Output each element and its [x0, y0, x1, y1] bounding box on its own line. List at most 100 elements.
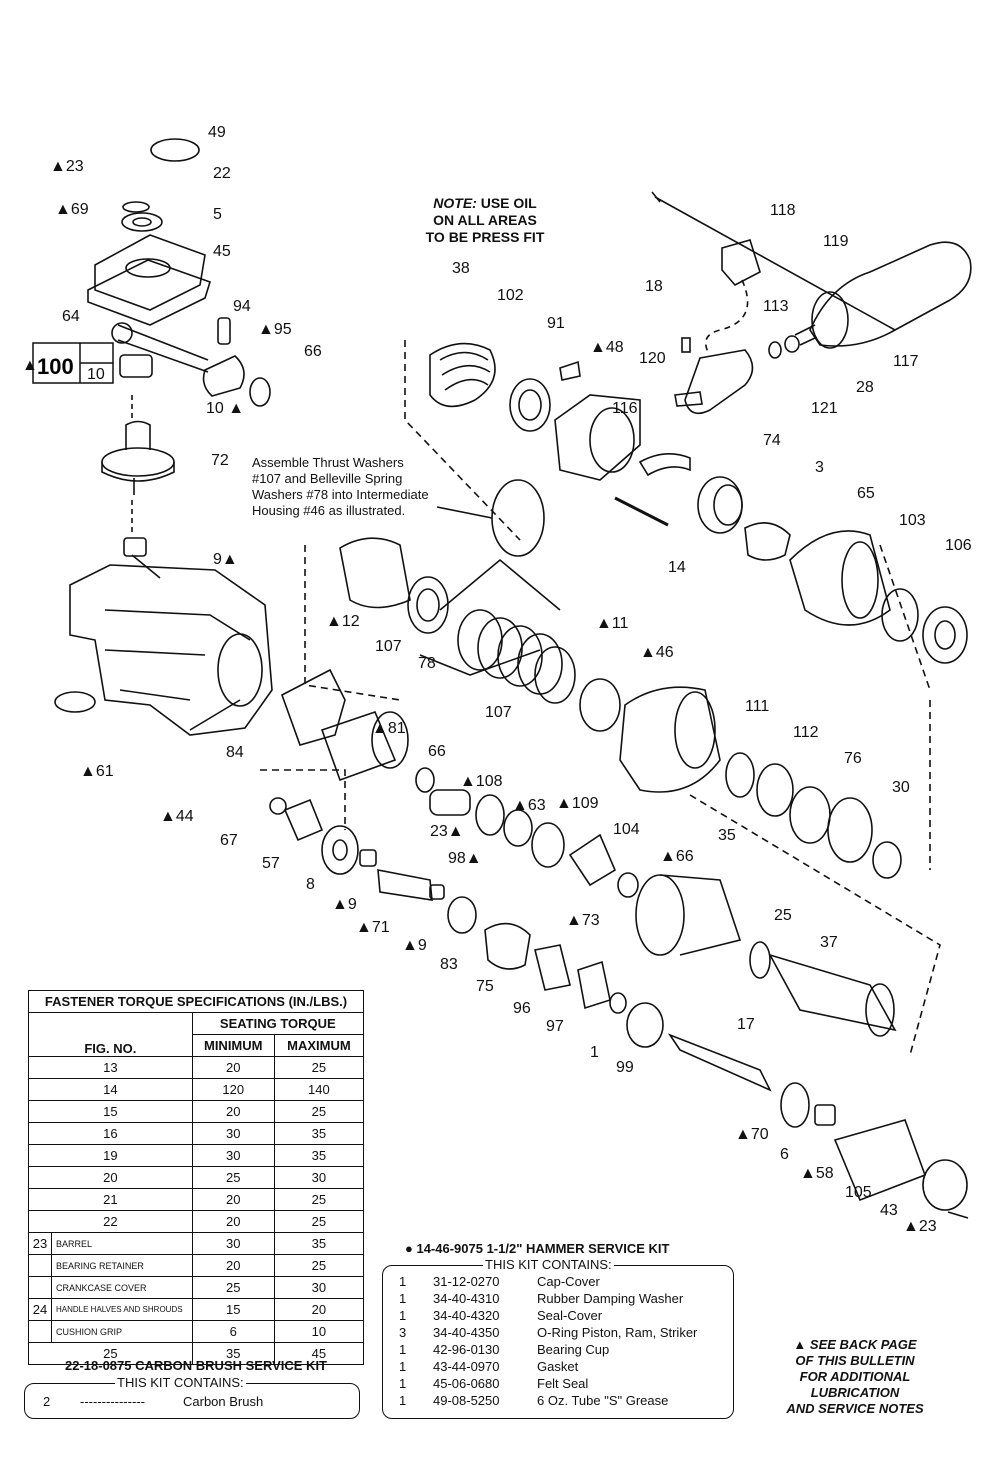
kit-desc: Gasket	[537, 1359, 579, 1374]
cell: 22	[28, 1210, 193, 1233]
callout-label: 94	[233, 298, 251, 315]
callout-label: 119	[823, 233, 849, 250]
kit-desc: 6 Oz. Tube "S" Grease	[537, 1393, 669, 1408]
assembly-note-line: Housing #46 as illustrated.	[252, 503, 406, 518]
callout-label: 66	[304, 343, 322, 360]
callout-label: 116	[612, 400, 638, 417]
part-81-cylinder	[320, 711, 397, 782]
part-35-ring	[725, 752, 755, 798]
callout-label: 121	[811, 400, 838, 417]
part-95-piston	[202, 355, 245, 397]
part-18-pin	[681, 337, 691, 353]
cell: 25	[28, 1342, 193, 1365]
note-line: USE OIL	[480, 195, 537, 211]
kit-desc: Seal-Cover	[537, 1308, 603, 1323]
part-98-ram	[429, 789, 471, 816]
callout-label: 57	[262, 855, 280, 872]
part-23-screw	[947, 1211, 969, 1219]
callout-label: ▲9	[402, 937, 427, 954]
callout-label: 3	[815, 459, 824, 476]
callout-label: ▲63	[512, 797, 546, 814]
cell: 30	[273, 1276, 365, 1299]
kit-qty: 1	[399, 1308, 407, 1323]
part-69-washer	[122, 201, 150, 213]
part-109-washer	[531, 822, 565, 868]
part-66b-oring	[415, 767, 435, 793]
callout-label: ▲95	[258, 321, 292, 338]
note-prefix: NOTE:	[433, 195, 477, 211]
callout-label: 91	[547, 315, 565, 332]
callout-label: 99	[616, 1059, 634, 1076]
hammer-kit-title: ● 14-46-9075 1-1/2" HAMMER SERVICE KIT	[405, 1241, 670, 1256]
callout-label: 75	[476, 978, 494, 995]
callout-label: 65	[857, 485, 875, 502]
kit-100-box: ▲ 100 10	[22, 342, 114, 384]
cell: 25	[273, 1056, 365, 1079]
back-note-line: FOR ADDITIONAL	[799, 1369, 911, 1384]
back-note-line: ▲ SEE BACK PAGE	[793, 1337, 917, 1352]
part-113-ring	[768, 341, 782, 359]
cell: 24	[32, 1302, 48, 1317]
part-97-clutch	[577, 960, 611, 1010]
part-9c-bearing	[429, 884, 445, 900]
cell: 20	[273, 1298, 365, 1321]
part-callouts: 49 ▲23 22 ▲69 5 45 64 94 ▲95 66 10 10 ▲ …	[50, 124, 972, 1235]
callout-label: 67	[220, 832, 238, 849]
part-75-spring	[484, 922, 531, 970]
callout-label: 103	[899, 512, 926, 529]
callout-label: ▲12	[326, 613, 360, 630]
cell: 30	[191, 1232, 275, 1255]
part-121-bracket	[684, 349, 754, 415]
cell: 25	[273, 1210, 365, 1233]
part-83-washer	[447, 896, 477, 934]
part-5-seal	[121, 212, 163, 232]
cell: 15	[28, 1100, 193, 1123]
callout-label: ▲61	[80, 763, 114, 780]
part-71-shaft	[377, 869, 433, 901]
part-67-ring	[269, 797, 287, 815]
callout-label: 104	[613, 821, 640, 838]
part-6-bearing	[780, 1082, 810, 1128]
callout-label: ▲58	[800, 1165, 834, 1182]
callout-label: 23▲	[430, 823, 464, 840]
part-46-housing	[619, 686, 721, 793]
part-76-seal	[827, 797, 873, 863]
part-107-washer	[407, 576, 449, 634]
callout-label: ▲9	[332, 896, 357, 913]
part-94-pin	[217, 317, 231, 345]
part-116-band	[638, 453, 691, 477]
callout-label: 72	[211, 452, 229, 469]
part-96-clutch	[534, 944, 571, 991]
kit-desc: Rubber Damping Washer	[537, 1291, 684, 1306]
cell: 20	[191, 1210, 275, 1233]
part-63-ring	[503, 809, 533, 847]
part-30-ring	[872, 841, 902, 879]
callout-label: 96	[513, 1000, 531, 1017]
callout-label: 66	[428, 743, 446, 760]
kit-part-no: 34-40-4350	[433, 1325, 500, 1340]
torque-table: FASTENER TORQUE SPECIFICATIONS (IN./LBS.…	[28, 990, 365, 1365]
assembly-note-line: Washers #78 into Intermediate	[252, 487, 429, 502]
callout-label: 97	[546, 1018, 564, 1035]
callout-label: 106	[945, 537, 972, 554]
part-72-gear	[101, 447, 175, 477]
callout-label: 76	[844, 750, 862, 767]
kit-desc: Cap-Cover	[537, 1274, 600, 1289]
part-8-bearing	[321, 825, 359, 875]
carbon-kit-dashes: ---------------	[80, 1394, 145, 1409]
kit-100-sublabel: 10	[87, 366, 105, 383]
torque-title: FASTENER TORQUE SPECIFICATIONS (IN./LBS.…	[28, 990, 364, 1013]
part-3-cone	[744, 522, 791, 561]
part-64-gasket	[87, 259, 211, 326]
part-84-gasket	[281, 668, 346, 746]
